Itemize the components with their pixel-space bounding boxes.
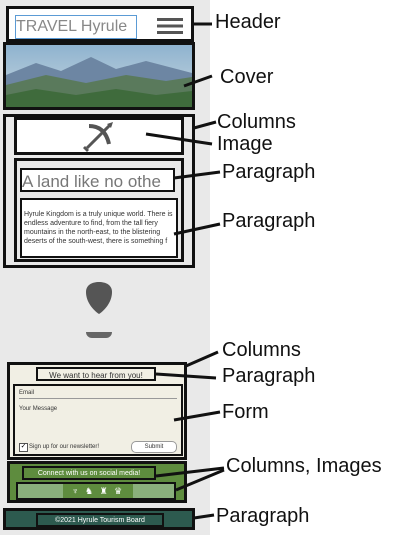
form-heading-box: We want to hear from you! <box>36 367 156 381</box>
paragraph-body: Hyrule Kingdom is a truly unique world. … <box>24 211 173 245</box>
bow-arrow-icon <box>83 122 113 152</box>
social-icons[interactable]: ♆ ♞ ♜ ♛ <box>63 484 133 498</box>
submit-button[interactable]: Submit <box>131 441 177 453</box>
footer-paragraph-box: ©2021 Hyrule Tourism Board <box>36 513 164 527</box>
columns-box-1 <box>3 114 195 268</box>
annotation-columns-1: Columns <box>217 111 296 133</box>
annotation-paragraph-4: Paragraph <box>216 505 310 527</box>
message-label: Your Message <box>19 406 58 412</box>
annotation-form: Form <box>222 401 269 423</box>
newsletter-checkbox[interactable]: ✓ <box>19 443 28 452</box>
shield-underline <box>86 332 112 338</box>
message-field[interactable] <box>19 414 177 436</box>
annotation-paragraph-3: Paragraph <box>222 365 316 387</box>
social-heading-box: Connect with us on social media! <box>22 466 156 480</box>
header-box: TRAVEL Hyrule <box>6 6 194 42</box>
form-box: Email Your Message ✓ Sign up for our new… <box>13 384 183 456</box>
annotation-image: Image <box>217 133 273 155</box>
social-heading: Connect with us on social media! <box>37 470 141 477</box>
email-label: Email <box>19 390 35 396</box>
cover-landscape-image <box>6 45 192 107</box>
paragraph-box-1 <box>14 158 184 262</box>
paragraph-heading: A land like no othe <box>22 172 161 191</box>
shield-icon <box>86 282 112 314</box>
email-field[interactable] <box>19 398 177 399</box>
footer-text: ©2021 Hyrule Tourism Board <box>55 517 145 524</box>
annotation-columns-images: Columns, Images <box>226 455 382 477</box>
annotation-columns-2: Columns <box>222 339 301 361</box>
form-heading: We want to hear from you! <box>49 371 143 380</box>
paragraph-heading-box: A land like no othe <box>20 168 175 192</box>
cover-box <box>3 42 195 110</box>
paragraph-body-box: Hyrule Kingdom is a truly unique world. … <box>20 198 178 258</box>
image-box <box>14 117 184 155</box>
footer-box: ©2021 Hyrule Tourism Board <box>3 508 195 530</box>
menu-icon[interactable] <box>157 18 183 34</box>
annotation-paragraph-2: Paragraph <box>222 210 316 232</box>
annotation-header: Header <box>215 11 281 33</box>
annotation-paragraph-1: Paragraph <box>222 161 316 183</box>
header-title: TRAVEL Hyrule <box>15 15 137 39</box>
social-icons-box: ♆ ♞ ♜ ♛ <box>16 482 176 500</box>
annotation-cover: Cover <box>220 66 274 88</box>
newsletter-label: Sign up for our newsletter! <box>29 444 100 450</box>
